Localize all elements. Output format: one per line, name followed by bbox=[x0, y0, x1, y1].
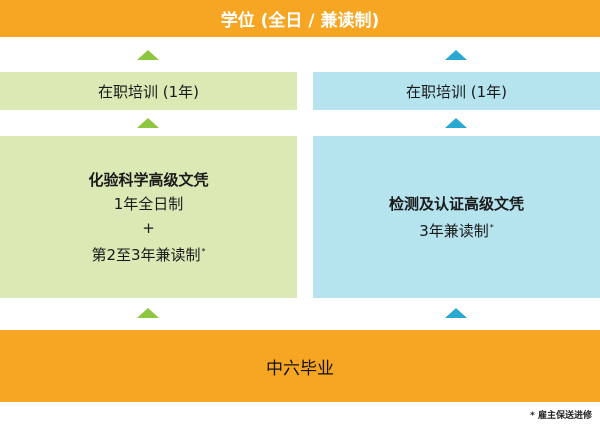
up-arrow-icon bbox=[445, 308, 467, 318]
left-course-box: 化验科学高级文凭 1年全日制 + 第2至3年兼读制* bbox=[0, 136, 297, 298]
footnote: * 雇主保送进修 bbox=[530, 411, 592, 421]
left-training-box: 在职培训 (1年) bbox=[0, 72, 297, 110]
up-arrow-icon bbox=[137, 118, 159, 128]
left-course-line1: 1年全日制 bbox=[113, 194, 184, 213]
left-training-label: 在职培训 (1年) bbox=[97, 82, 200, 101]
up-arrow-icon bbox=[445, 50, 467, 60]
up-arrow-icon bbox=[137, 308, 159, 318]
up-arrow-icon bbox=[445, 118, 467, 128]
right-course-asterisk: * bbox=[489, 222, 494, 232]
right-course-title: 检测及认证高级文凭 bbox=[388, 194, 524, 213]
secondary-six-bar: 中六毕业 bbox=[0, 330, 600, 402]
left-course-asterisk: * bbox=[201, 246, 206, 256]
left-course-plus: + bbox=[142, 218, 155, 237]
right-course-box: 检测及认证高级文凭 3年兼读制* bbox=[313, 136, 600, 298]
right-course-line1-row: 3年兼读制* bbox=[419, 216, 494, 243]
left-course-line2-row: 第2至3年兼读制* bbox=[91, 240, 205, 267]
degree-bar: 学位 (全日 / 兼读制) bbox=[0, 0, 600, 37]
degree-label: 学位 (全日 / 兼读制) bbox=[220, 11, 380, 31]
up-arrow-icon bbox=[137, 50, 159, 60]
left-course-title: 化验科学高级文凭 bbox=[88, 170, 209, 189]
left-course-line2: 第2至3年兼读制 bbox=[91, 245, 201, 264]
right-training-label: 在职培训 (1年) bbox=[405, 82, 508, 101]
right-course-line1: 3年兼读制 bbox=[419, 221, 489, 240]
right-training-box: 在职培训 (1年) bbox=[313, 72, 600, 110]
secondary-six-label: 中六毕业 bbox=[266, 358, 334, 379]
